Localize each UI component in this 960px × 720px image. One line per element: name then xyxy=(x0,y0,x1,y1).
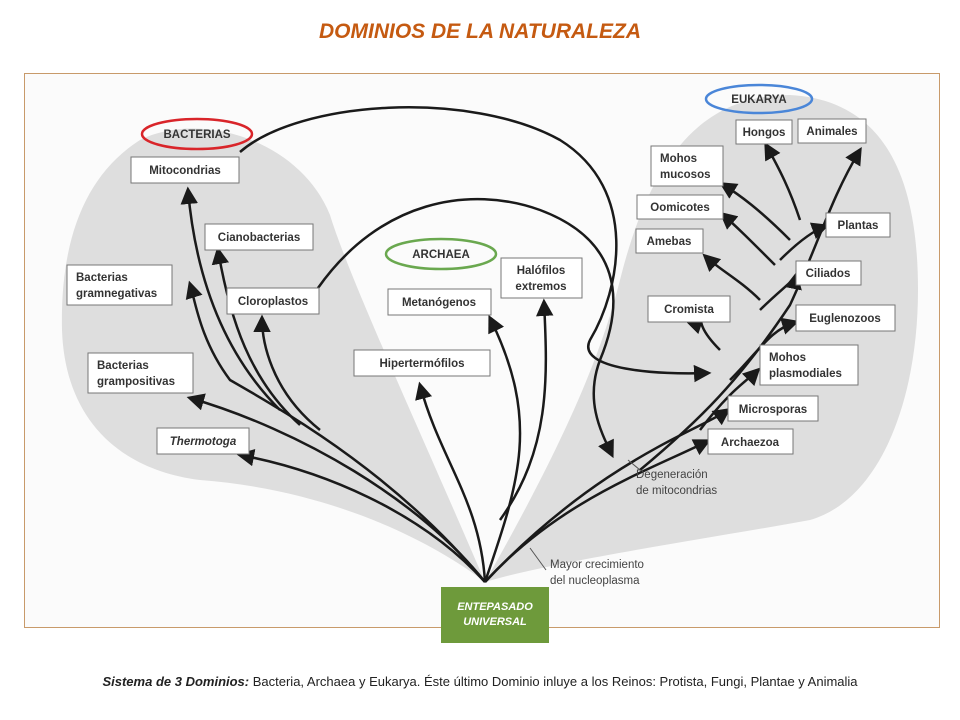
svg-text:Oomicotes: Oomicotes xyxy=(650,202,709,214)
bacterias-ring xyxy=(140,117,254,151)
svg-text:Microsporas: Microsporas xyxy=(739,404,807,416)
archaea-branches xyxy=(415,298,554,583)
thermotoga-box: Thermotoga xyxy=(156,427,250,455)
svg-text:Cianobacterias: Cianobacterias xyxy=(218,232,300,244)
page-title: DOMINIOS DE LA NATURALEZA xyxy=(319,20,641,43)
eukarya-label: EUKARYA xyxy=(731,94,786,106)
caption-text: Bacteria, Archaea y Eukarya. Éste último… xyxy=(249,674,858,689)
crecimiento-text-1: Mayor crecimiento xyxy=(550,559,644,571)
eukarya-branches xyxy=(484,141,862,583)
svg-text:Metanógenos: Metanógenos xyxy=(402,297,476,309)
degeneracion-text-2: de mitocondrias xyxy=(636,485,717,497)
svg-text:Halófilos: Halófilos xyxy=(517,265,566,277)
oomicotes-box: Oomicotes xyxy=(636,194,724,220)
eukarya-region xyxy=(485,95,918,582)
svg-text:grampositivas: grampositivas xyxy=(97,376,175,388)
entepasado-universal-box: ENTEPASADO UNIVERSAL xyxy=(441,587,549,643)
svg-text:Mitocondrias: Mitocondrias xyxy=(149,165,221,177)
bacteria-branches xyxy=(180,186,486,583)
halofilos-extremos-box: Halófilos extremos xyxy=(500,257,583,299)
svg-text:Mohos: Mohos xyxy=(660,153,697,165)
svg-text:Euglenozoos: Euglenozoos xyxy=(809,313,881,325)
svg-text:Plantas: Plantas xyxy=(838,220,879,232)
svg-text:Archaezoa: Archaezoa xyxy=(721,437,780,449)
amebas-box: Amebas xyxy=(635,228,704,254)
cromista-box: Cromista xyxy=(647,295,731,323)
archaezoa-box: Archaezoa xyxy=(707,428,794,455)
svg-text:Ciliados: Ciliados xyxy=(806,268,851,280)
degeneration-pointer xyxy=(627,459,641,471)
archaea-ring xyxy=(384,237,498,271)
svg-text:Cloroplastos: Cloroplastos xyxy=(238,296,308,308)
root-line-1: ENTEPASADO xyxy=(457,601,533,613)
crecimiento-text-2: del nucleoplasma xyxy=(550,575,640,587)
svg-text:Bacterias: Bacterias xyxy=(97,360,149,372)
bacterias-label: BACTERIAS xyxy=(163,129,230,141)
mitocondrias-box: Mitocondrias xyxy=(130,156,240,184)
svg-text:Bacterias: Bacterias xyxy=(76,272,128,284)
chloroplast-transfer-arrow xyxy=(316,197,615,459)
euglenozoos-box: Euglenozoos xyxy=(795,304,896,332)
svg-text:Hipertermófilos: Hipertermófilos xyxy=(380,358,465,370)
svg-text:Thermotoga: Thermotoga xyxy=(170,436,237,448)
svg-text:gramnegativas: gramnegativas xyxy=(76,288,157,300)
bacterias-grampositivas-box: Bacterias grampositivas xyxy=(87,352,194,394)
mitochondria-transfer-arrow xyxy=(239,106,712,383)
degeneracion-text-1: Degeneración xyxy=(636,469,708,481)
svg-text:Hongos: Hongos xyxy=(743,127,786,139)
svg-text:plasmodiales: plasmodiales xyxy=(769,368,842,380)
cloroplastos-box: Cloroplastos xyxy=(226,287,320,315)
cianobacterias-box: Cianobacterias xyxy=(204,223,314,251)
animales-box: Animales xyxy=(797,118,867,144)
svg-text:Amebas: Amebas xyxy=(647,236,692,248)
microsporas-box: Microsporas xyxy=(727,395,819,422)
nucleoplasm-pointer xyxy=(529,547,547,571)
eukarya-ring xyxy=(704,83,814,115)
mohos-mucosos-box: Mohos mucosos xyxy=(650,145,724,187)
svg-text:Mohos: Mohos xyxy=(769,352,806,364)
svg-text:Cromista: Cromista xyxy=(664,304,714,316)
plantas-box: Plantas xyxy=(825,212,891,238)
hongos-box: Hongos xyxy=(735,119,793,145)
bacterias-gramnegativas-box: Bacterias gramnegativas xyxy=(66,264,173,306)
hipertermofilos-box: Hipertermófilos xyxy=(353,349,491,377)
svg-text:extremos: extremos xyxy=(515,281,566,293)
caption: Sistema de 3 Dominios: Bacteria, Archaea… xyxy=(0,674,960,689)
metanogenos-box: Metanógenos xyxy=(387,288,492,316)
caption-lead: Sistema de 3 Dominios: xyxy=(102,674,250,689)
archaea-label: ARCHAEA xyxy=(412,249,470,261)
svg-text:Animales: Animales xyxy=(806,126,857,138)
svg-text:mucosos: mucosos xyxy=(660,169,711,181)
ciliados-box: Ciliados xyxy=(795,260,862,286)
bacteria-region xyxy=(61,128,486,582)
mohos-plasmodiales-box: Mohos plasmodiales xyxy=(759,344,859,386)
root-line-2: UNIVERSAL xyxy=(463,616,527,628)
